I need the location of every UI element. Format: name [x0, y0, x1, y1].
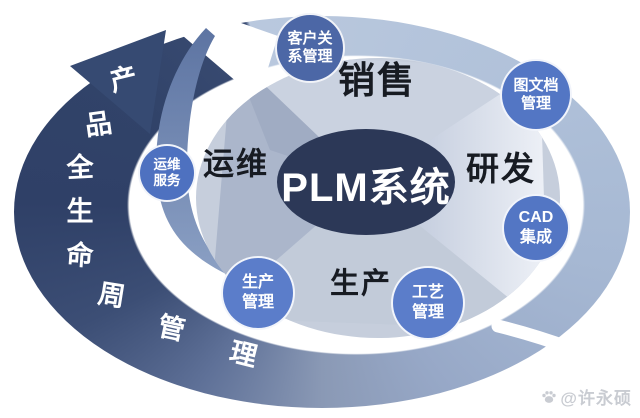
badge-line: 工艺 — [411, 284, 444, 302]
badge-line: 管理 — [520, 95, 551, 112]
badge-customer-relationship: 客户关 系管理 — [275, 13, 345, 83]
cycle-arrowhead-icon — [70, 30, 166, 134]
quadrant-top — [232, 58, 540, 182]
paw-icon — [542, 390, 557, 403]
badge-line: 生产 — [241, 274, 274, 292]
quadrant-right — [366, 68, 548, 330]
cycle-char: 全 — [65, 151, 95, 184]
badge-document-management: 图文档 管理 — [500, 59, 572, 131]
badge-process-management: 工艺 管理 — [391, 266, 465, 340]
badge-cad-integration: CAD 集成 — [502, 194, 570, 262]
spiral-curl — [156, 28, 230, 276]
badge-line: 客户关 — [287, 29, 333, 47]
spiral-gap-arc — [491, 319, 640, 386]
center-system-title: PLM系统 — [281, 166, 451, 210]
badge-line: 服务 — [153, 173, 181, 188]
badge-line: 运维 — [153, 156, 181, 172]
badge-line: 系管理 — [287, 48, 333, 65]
watermark-text: @许永硕 — [560, 389, 632, 408]
quadrant-label-operations: 运维 — [203, 146, 269, 182]
center-ellipse — [277, 129, 455, 235]
badge-line: 图文档 — [513, 76, 559, 94]
watermark: @许永硕 — [541, 384, 632, 409]
cycle-char: 命 — [65, 239, 95, 272]
cycle-char: 生 — [66, 196, 94, 227]
cycle-char: 品 — [82, 107, 114, 142]
badge-ops-service: 运维 服务 — [138, 144, 196, 202]
badge-production-management: 生产 管理 — [221, 256, 295, 330]
quadrant-label-production: 生产 — [329, 268, 393, 300]
quadrant-label-rnd: 研发 — [466, 150, 536, 187]
badge-line: 管理 — [241, 294, 274, 311]
arrow-notch — [162, 10, 278, 100]
badge-line: 集成 — [519, 229, 552, 246]
badge-line: CAD — [518, 209, 554, 227]
quadrant-label-sales: 销售 — [338, 60, 416, 101]
badge-line: 管理 — [411, 304, 444, 321]
